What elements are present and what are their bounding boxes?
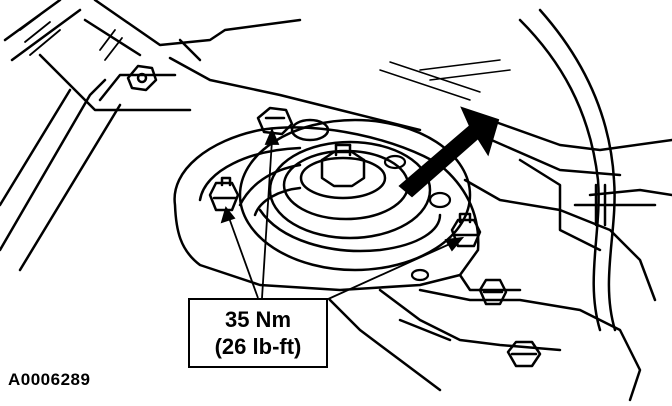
mount-bolt-left-icon bbox=[208, 176, 240, 212]
torque-metric: 35 Nm bbox=[224, 307, 292, 332]
strut-center-nut-icon bbox=[320, 143, 366, 188]
mount-bolt-upper-icon bbox=[256, 106, 330, 142]
wiring-hatch bbox=[19, 14, 123, 61]
plate-holes bbox=[383, 154, 452, 282]
direction-arrow-icon bbox=[398, 106, 500, 198]
bracket-bolt-icon bbox=[126, 64, 158, 92]
lower-bolt-icon bbox=[478, 278, 542, 368]
panel-hatch bbox=[379, 59, 511, 101]
leader-lines bbox=[220, 127, 465, 301]
torque-callout: 35 Nm (26 lb-ft) bbox=[188, 298, 328, 368]
mount-bolt-right-icon bbox=[450, 212, 482, 248]
fender-panel bbox=[0, 0, 422, 272]
right-hose bbox=[478, 8, 672, 332]
torque-imperial: (26 lb-ft) bbox=[214, 334, 302, 359]
figure-id: A0006289 bbox=[8, 370, 91, 389]
